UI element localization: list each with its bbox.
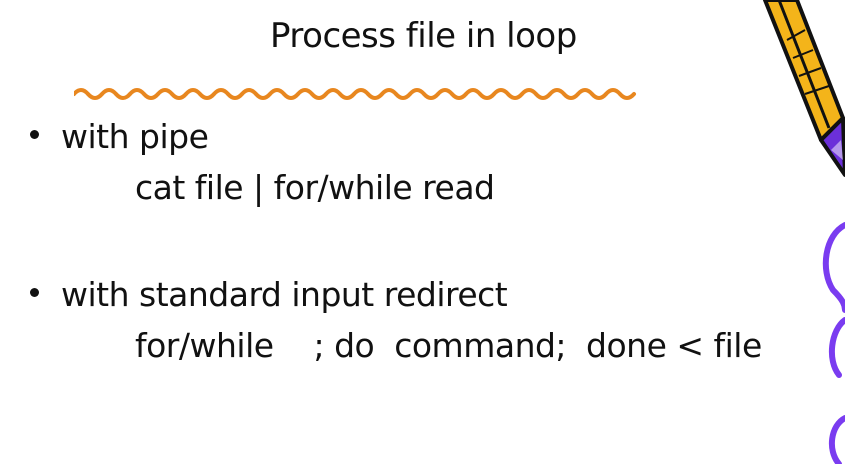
bullet-code-line: cat file | for/while read <box>135 168 495 207</box>
bullet-dot-icon <box>30 130 39 139</box>
slide-title: Process file in loop <box>270 16 577 56</box>
bullet-item: with pipe <box>30 117 209 156</box>
bullet-item: with standard input redirect <box>30 275 508 314</box>
code-text: for/while ; do command; done < file <box>135 326 762 365</box>
bullet-code-line: for/while ; do command; done < file <box>135 326 762 365</box>
bullet-label: with standard input redirect <box>61 275 508 314</box>
code-text: cat file | for/while read <box>135 168 495 207</box>
pencil-icon <box>763 0 845 464</box>
bullet-dot-icon <box>30 288 39 297</box>
wavy-underline-icon <box>74 88 636 100</box>
bullet-label: with pipe <box>61 117 209 156</box>
scribble-icon <box>822 222 845 464</box>
